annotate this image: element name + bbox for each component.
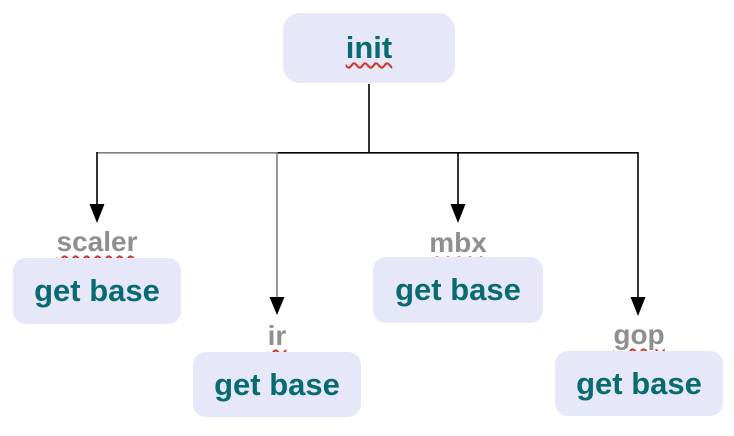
branch-label-ir-text: ir — [267, 320, 287, 351]
arrowhead-gop — [630, 297, 646, 316]
node-ir-get-base[interactable]: get base — [193, 352, 361, 417]
branch-label-scaler[interactable]: scaler — [13, 227, 181, 257]
branch-label-gop[interactable]: gop — [555, 320, 723, 350]
arrowhead-ir — [269, 297, 285, 315]
branch-label-gop-text: gop — [613, 319, 665, 350]
node-mbx-label: get base — [395, 272, 521, 307]
node-gop-label: get base — [576, 365, 702, 401]
node-ir-label: get base — [214, 366, 340, 402]
node-scaler-label: get base — [34, 273, 160, 308]
arrowhead-mbx — [450, 204, 466, 223]
node-scaler-get-base[interactable]: get base — [13, 258, 181, 324]
branch-label-mbx[interactable]: mbx — [373, 228, 543, 258]
branch-label-ir[interactable]: ir — [193, 321, 361, 351]
node-gop-get-base[interactable]: get base — [555, 351, 723, 416]
branch-label-scaler-text: scaler — [56, 226, 138, 257]
node-init[interactable]: init — [283, 13, 455, 83]
node-mbx-get-base[interactable]: get base — [373, 257, 543, 323]
node-init-label: init — [345, 30, 393, 65]
branch-label-mbx-text: mbx — [429, 227, 487, 258]
arrowhead-scaler — [89, 204, 105, 223]
